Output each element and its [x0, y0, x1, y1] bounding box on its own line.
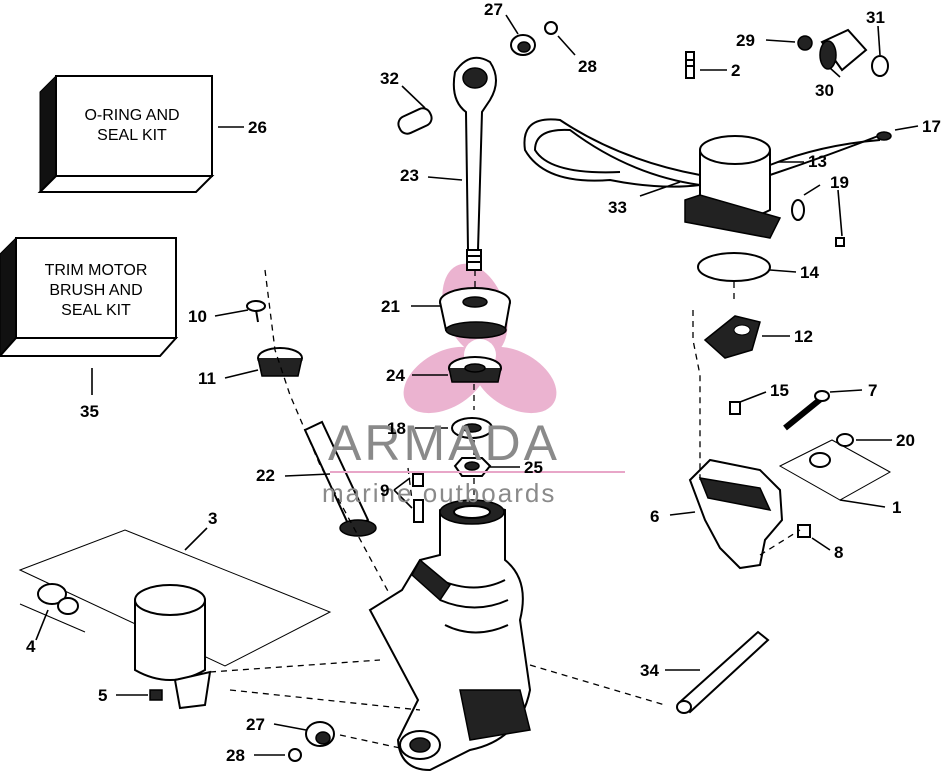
part-5-screw	[149, 689, 163, 701]
part-main-housing	[368, 499, 532, 772]
callout-9: 9	[380, 481, 389, 500]
part-21-piston	[439, 287, 511, 339]
callout-8: 8	[834, 543, 843, 562]
callout-28-bottom: 28	[226, 746, 245, 765]
callout-30: 30	[815, 81, 834, 100]
callout-21: 21	[381, 297, 400, 316]
part-8-screw	[797, 524, 811, 538]
callout-14: 14	[800, 263, 819, 282]
part-20-oring	[836, 433, 854, 447]
kit-26-line-1: O-RING AND	[84, 107, 179, 124]
callout-2: 2	[731, 61, 740, 80]
callout-27-top: 27	[484, 0, 503, 19]
callout-18: 18	[387, 419, 406, 438]
callout-33: 33	[608, 198, 627, 217]
part-3-reservoir	[18, 529, 332, 710]
callout-numbers: 26 35 32 23 27 28 2 29 30 31 17 13 33 19…	[26, 0, 941, 765]
callout-7: 7	[868, 381, 877, 400]
part-23-piston-rod	[452, 56, 497, 271]
part-9-screws	[412, 473, 424, 523]
part-15-plug	[729, 401, 741, 415]
callout-6: 6	[650, 507, 659, 526]
part-30-fitting	[819, 28, 868, 72]
callout-10: 10	[188, 307, 207, 326]
part-10-screw	[246, 300, 266, 323]
callout-19: 19	[830, 173, 849, 192]
callout-29: 29	[736, 31, 755, 50]
callout-31: 31	[866, 8, 885, 27]
callout-4: 4	[26, 637, 36, 656]
part-1-fitting	[809, 452, 831, 468]
part-2-screw	[685, 51, 695, 79]
watermark-brand: ARMADA	[328, 415, 560, 471]
part-29-washer	[797, 35, 813, 51]
callout-26: 26	[248, 118, 267, 137]
callout-28-top: 28	[578, 57, 597, 76]
callout-13: 13	[808, 152, 827, 171]
part-13-trim-motor	[684, 135, 782, 239]
callout-24: 24	[386, 366, 405, 385]
part-19-clip	[791, 199, 845, 247]
callout-25: 25	[524, 458, 543, 477]
part-11-plug	[257, 347, 303, 377]
part-14-oring	[697, 252, 771, 282]
part-31-oring	[871, 55, 889, 77]
callout-11: 11	[198, 369, 216, 388]
part-24-seal	[448, 356, 502, 383]
callout-15: 15	[770, 381, 789, 400]
watermark-logo	[403, 263, 557, 414]
watermark-tagline: marine outboards	[322, 478, 556, 508]
callout-3: 3	[208, 509, 217, 528]
kit-35-line-2: BRUSH AND	[49, 282, 142, 299]
callout-27-bottom: 27	[246, 715, 265, 734]
part-4-seal	[19, 583, 86, 633]
callout-1: 1	[892, 498, 901, 517]
leader-lines	[35, 14, 919, 756]
alignment-guides	[209, 269, 801, 749]
kit-35-line-1: TRIM MOTOR	[45, 262, 148, 279]
part-34-pin	[676, 630, 770, 714]
part-28-clip-top	[544, 21, 558, 35]
kit-26-line-2: SEAL KIT	[97, 127, 167, 144]
part-7-bolt	[783, 390, 830, 431]
part-1-gasket	[778, 439, 892, 501]
callout-22: 22	[256, 466, 275, 485]
kit-35-line-3: SEAL KIT	[61, 302, 131, 319]
part-28-clip-bottom	[288, 748, 302, 762]
callout-32: 32	[380, 69, 399, 88]
callout-20: 20	[896, 431, 915, 450]
callout-17: 17	[922, 117, 941, 136]
watermark-text: ARMADA marine outboards	[322, 415, 625, 508]
part-22-tube	[303, 420, 377, 537]
callout-12: 12	[794, 327, 813, 346]
kit-box-trim-motor: TRIM MOTOR BRUSH AND SEAL KIT	[0, 237, 179, 357]
part-6-valve-body	[688, 458, 784, 570]
part-33-wires	[523, 118, 892, 188]
kit-box-oring-seal: O-RING AND SEAL KIT	[37, 75, 215, 193]
callout-35: 35	[80, 402, 99, 421]
callout-23: 23	[400, 166, 419, 185]
part-32-pin	[397, 107, 433, 135]
part-12-cover	[703, 315, 761, 359]
callout-5: 5	[98, 686, 107, 705]
callout-34: 34	[640, 661, 659, 680]
